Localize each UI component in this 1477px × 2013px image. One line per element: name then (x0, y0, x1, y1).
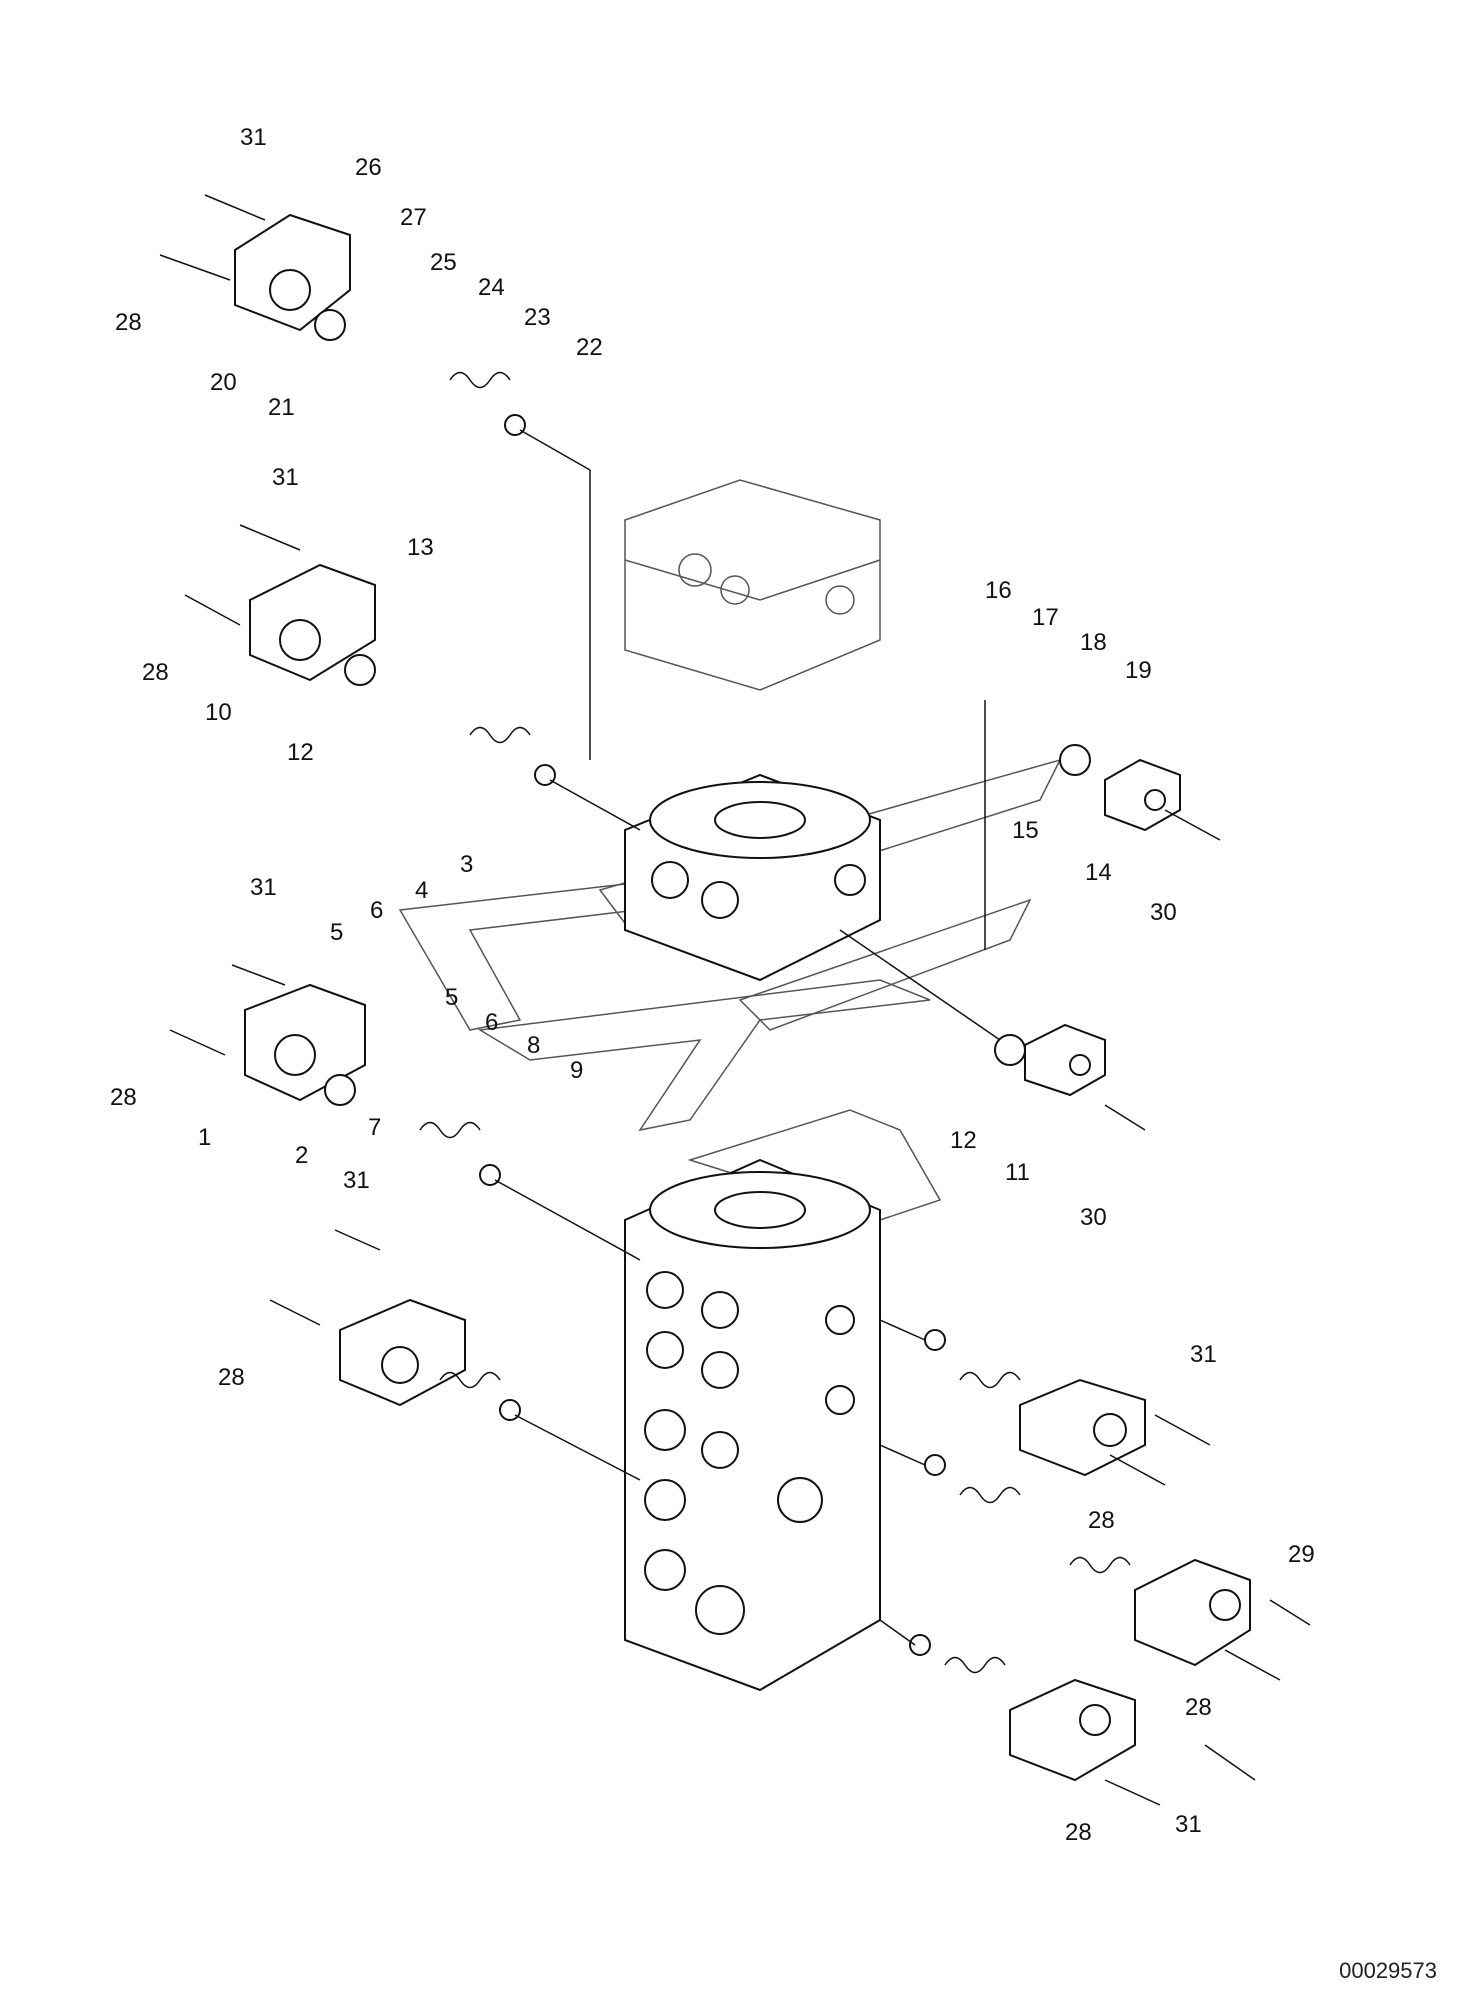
callout: 22 (576, 334, 603, 361)
callout: 28 (1185, 1694, 1212, 1721)
callout: 30 (1150, 899, 1177, 926)
callout: 5 (445, 984, 458, 1011)
callout: 17 (1032, 604, 1059, 631)
callout: 24 (478, 274, 505, 301)
callout: 31 (343, 1167, 370, 1194)
callout: 4 (415, 877, 428, 904)
callout: 23 (524, 304, 551, 331)
cover-right-1 (1019, 1378, 1146, 1477)
cover-10 (249, 563, 376, 682)
callout: 18 (1080, 629, 1107, 656)
cover-lower-left (339, 1298, 466, 1407)
callout: 27 (400, 204, 427, 231)
callout: 28 (1065, 1819, 1092, 1846)
callout: 15 (1012, 817, 1039, 844)
callout: 11 (1005, 1159, 1030, 1186)
callout: 21 (268, 394, 295, 421)
callout-labels: 31 26 27 25 24 23 22 28 20 21 31 13 28 1… (110, 124, 1315, 1846)
callout: 28 (142, 659, 169, 686)
callout: 13 (407, 534, 434, 561)
callout: 14 (1085, 859, 1112, 886)
valve-section-middle (624, 773, 881, 982)
callout: 5 (330, 919, 343, 946)
callout: 19 (1125, 657, 1152, 684)
callout: 31 (240, 124, 267, 151)
document-number: 00029573 (1339, 1958, 1437, 1983)
cover-20 (234, 213, 351, 332)
callout: 9 (570, 1057, 583, 1084)
callout: 7 (368, 1114, 381, 1141)
callout: 3 (460, 851, 473, 878)
callout: 26 (355, 154, 382, 181)
callout: 8 (527, 1032, 540, 1059)
callout: 30 (1080, 1204, 1107, 1231)
callout: 25 (430, 249, 457, 276)
bolts (159, 194, 1311, 1806)
cover-right-3 (1009, 1678, 1136, 1782)
callout: 20 (210, 369, 237, 396)
callout: 12 (287, 739, 314, 766)
callout: 6 (485, 1009, 498, 1036)
callout: 2 (295, 1142, 308, 1169)
callout: 31 (250, 874, 277, 901)
valve-stack-main (624, 1158, 881, 1692)
callout: 28 (110, 1084, 137, 1111)
callout: 28 (115, 309, 142, 336)
callout: 31 (272, 464, 299, 491)
callout: 28 (1088, 1507, 1115, 1534)
cover-1 (244, 983, 366, 1102)
callout: 12 (950, 1127, 977, 1154)
watermark (398, 758, 1062, 1221)
callout: 6 (370, 897, 383, 924)
callout: 29 (1288, 1541, 1315, 1568)
callout: 31 (1190, 1341, 1217, 1368)
callout: 28 (218, 1364, 245, 1391)
callout: 16 (985, 577, 1012, 604)
callout: 10 (205, 699, 232, 726)
cover-14 (1104, 758, 1181, 832)
cover-11 (1024, 1023, 1106, 1097)
alignment-lines (494, 429, 1001, 1646)
cover-right-2 (1134, 1558, 1251, 1667)
callout: 31 (1175, 1811, 1202, 1838)
callout: 1 (198, 1124, 211, 1151)
springs (419, 371, 1131, 1674)
valve-section-top (624, 479, 881, 691)
